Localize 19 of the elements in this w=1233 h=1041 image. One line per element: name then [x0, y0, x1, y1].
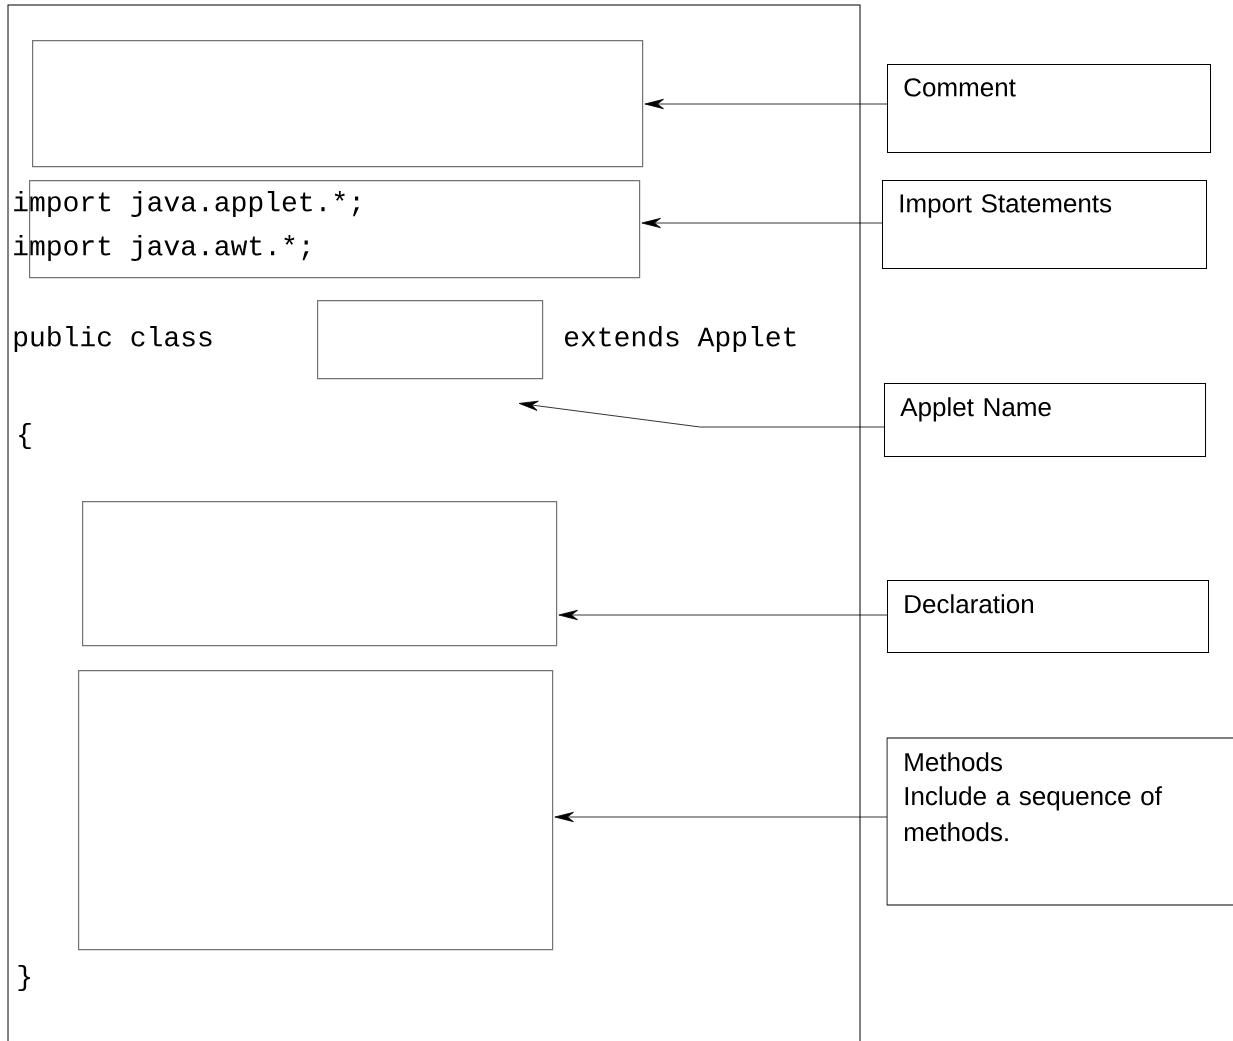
placeholder-box — [317, 300, 544, 380]
arrow — [554, 811, 888, 823]
label-box: Applet Name — [884, 383, 1206, 457]
arrow — [518, 400, 885, 428]
brace: { — [19, 422, 31, 450]
code-box: import java.applet.*; import java.awt.*; — [14, 180, 641, 279]
label-box: Import Statements — [882, 180, 1207, 269]
label-box: Methods Include a sequence of methods. — [886, 737, 1233, 906]
arrow — [641, 217, 883, 229]
brace: } — [18, 964, 30, 992]
label-box: Comment — [887, 64, 1211, 153]
placeholder-box — [32, 40, 644, 168]
label-box: Declaration — [887, 580, 1209, 653]
placeholder-box — [82, 501, 558, 647]
code-text: public class — [14, 325, 212, 353]
code-text: extends Applet — [565, 325, 796, 353]
arrow — [644, 98, 888, 110]
placeholder-box — [78, 670, 554, 951]
arrow — [558, 609, 888, 621]
